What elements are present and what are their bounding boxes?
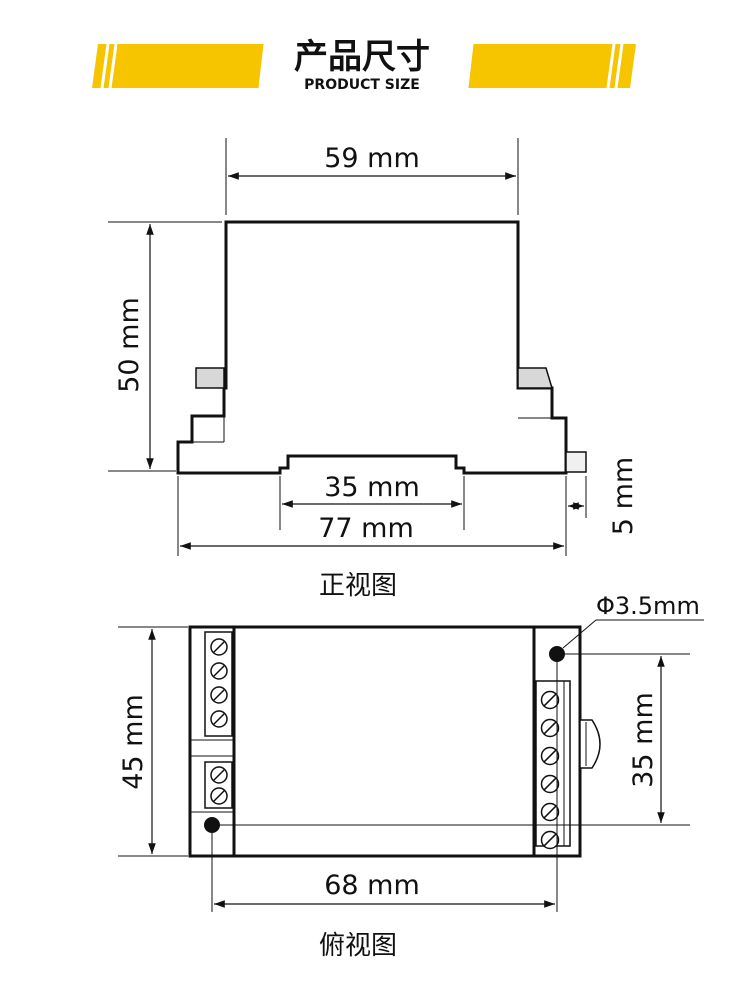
left-step-shading bbox=[195, 367, 225, 389]
banner-white-panel bbox=[258, 40, 474, 92]
terminal-screw-slot bbox=[212, 664, 226, 678]
front-view-caption: 正视图 bbox=[319, 571, 397, 601]
terminal-screw-slot bbox=[543, 749, 557, 763]
banner-slashes-left bbox=[100, 43, 118, 89]
terminal-screw-slot bbox=[543, 721, 557, 735]
terminal-screw-slot bbox=[212, 789, 226, 803]
mounting-hole-bottom-left bbox=[204, 817, 220, 833]
right-step-shading bbox=[517, 367, 554, 389]
mounting-hole-top-right bbox=[549, 646, 565, 662]
terminal-screw-slot bbox=[212, 640, 226, 654]
left-terminal-screws-bottom bbox=[210, 766, 228, 805]
page-title: 产品尺寸 bbox=[294, 37, 430, 77]
terminal-screw-slot bbox=[543, 805, 557, 819]
terminal-screw-slot bbox=[543, 693, 557, 707]
left-terminal-screws-top bbox=[210, 638, 228, 728]
dim-label-59mm: 59 mm bbox=[324, 143, 420, 174]
hole-diameter-label: Φ3.5mm bbox=[596, 592, 700, 620]
terminal-screw-slot bbox=[212, 712, 226, 726]
hole-leader-line bbox=[562, 619, 704, 649]
dim-label-35mm-front: 35 mm bbox=[324, 472, 420, 503]
front-body-outline bbox=[176, 220, 568, 475]
dim-label-50mm: 50 mm bbox=[114, 297, 145, 393]
dim-label-45mm: 45 mm bbox=[118, 694, 149, 790]
dim-label-68mm: 68 mm bbox=[324, 870, 420, 901]
banner-slashes-right bbox=[606, 43, 624, 89]
front-view: 59 mm 50 mm 35 mm 77 mm 5 mm 正视图 bbox=[108, 138, 639, 601]
top-body-outline bbox=[188, 625, 582, 858]
dim-label-5mm: 5 mm bbox=[608, 457, 639, 535]
terminal-screw-slot bbox=[212, 768, 226, 782]
din-latch bbox=[579, 719, 601, 769]
dim-label-35mm-top: 35 mm bbox=[628, 692, 659, 788]
page-subtitle: PRODUCT SIZE bbox=[304, 77, 420, 93]
din-clip-tab bbox=[565, 451, 587, 473]
dim-label-77mm: 77 mm bbox=[318, 513, 414, 544]
terminal-screw-slot bbox=[543, 777, 557, 791]
terminal-screw-slot bbox=[543, 833, 557, 847]
terminal-screw-slot bbox=[212, 688, 226, 702]
top-view: Φ3.5mm 45 mm 35 mm 68 mm 俯视图 bbox=[118, 592, 704, 961]
header-banner: 产品尺寸 PRODUCT SIZE bbox=[92, 37, 636, 93]
top-view-caption: 俯视图 bbox=[319, 931, 397, 961]
right-terminal-screws bbox=[540, 690, 560, 850]
